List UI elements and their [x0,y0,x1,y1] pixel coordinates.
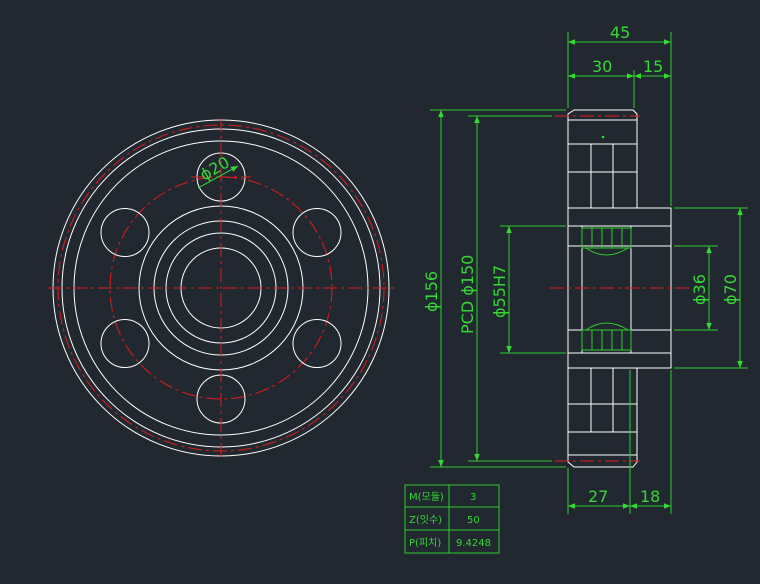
spec-row-value: 9.4248 [456,538,491,549]
dim-right-width-label: 15 [643,57,663,76]
dim-bore-label: ϕ55H7 [490,265,509,318]
dim-hub-dia-label: ϕ70 [721,274,740,305]
spec-row-value: 50 [467,515,480,526]
dimensions: 45 30 15 27 18 ϕ156 PCD ϕ150 ϕ55H7 [422,23,748,514]
web-recess-bottom [568,367,637,432]
bolt-hole-bottom-left [100,319,150,368]
spec-row-value: 3 [470,492,476,503]
dim-left-width-label: 30 [592,57,612,76]
spec-table: M(모듈) 3 Z(잇수) 50 P(피치) 9.4248 [404,484,500,554]
bolt-hole-bottom-right [292,319,342,368]
dim-pcd-label: PCD ϕ150 [458,255,477,334]
spec-row-label: M(모듈) [409,491,444,503]
bore-section [581,225,632,354]
bearing-top [581,227,632,256]
bolt-hole-top-left [100,208,150,257]
dim-bottom-left-label: 27 [588,487,608,506]
front-view: ϕ20 [48,118,394,458]
dim-bottom-right-label: 18 [640,487,660,506]
marker-dot [601,135,605,139]
section-view [550,109,690,468]
dim-overall-width-label: 45 [610,23,630,42]
dim-inner-dia-label: ϕ36 [690,274,709,305]
bolt-hole-top-right [292,208,342,257]
spec-row-label: P(피치) [409,537,441,549]
dim-outer-dia-label: ϕ156 [422,271,441,312]
bearing-bottom [581,322,632,351]
spec-row-label: Z(잇수) [409,514,442,526]
hole-dia-dim-line [197,165,239,189]
web-recess-top [568,144,637,209]
hole-dia-label: ϕ20 [197,153,233,185]
